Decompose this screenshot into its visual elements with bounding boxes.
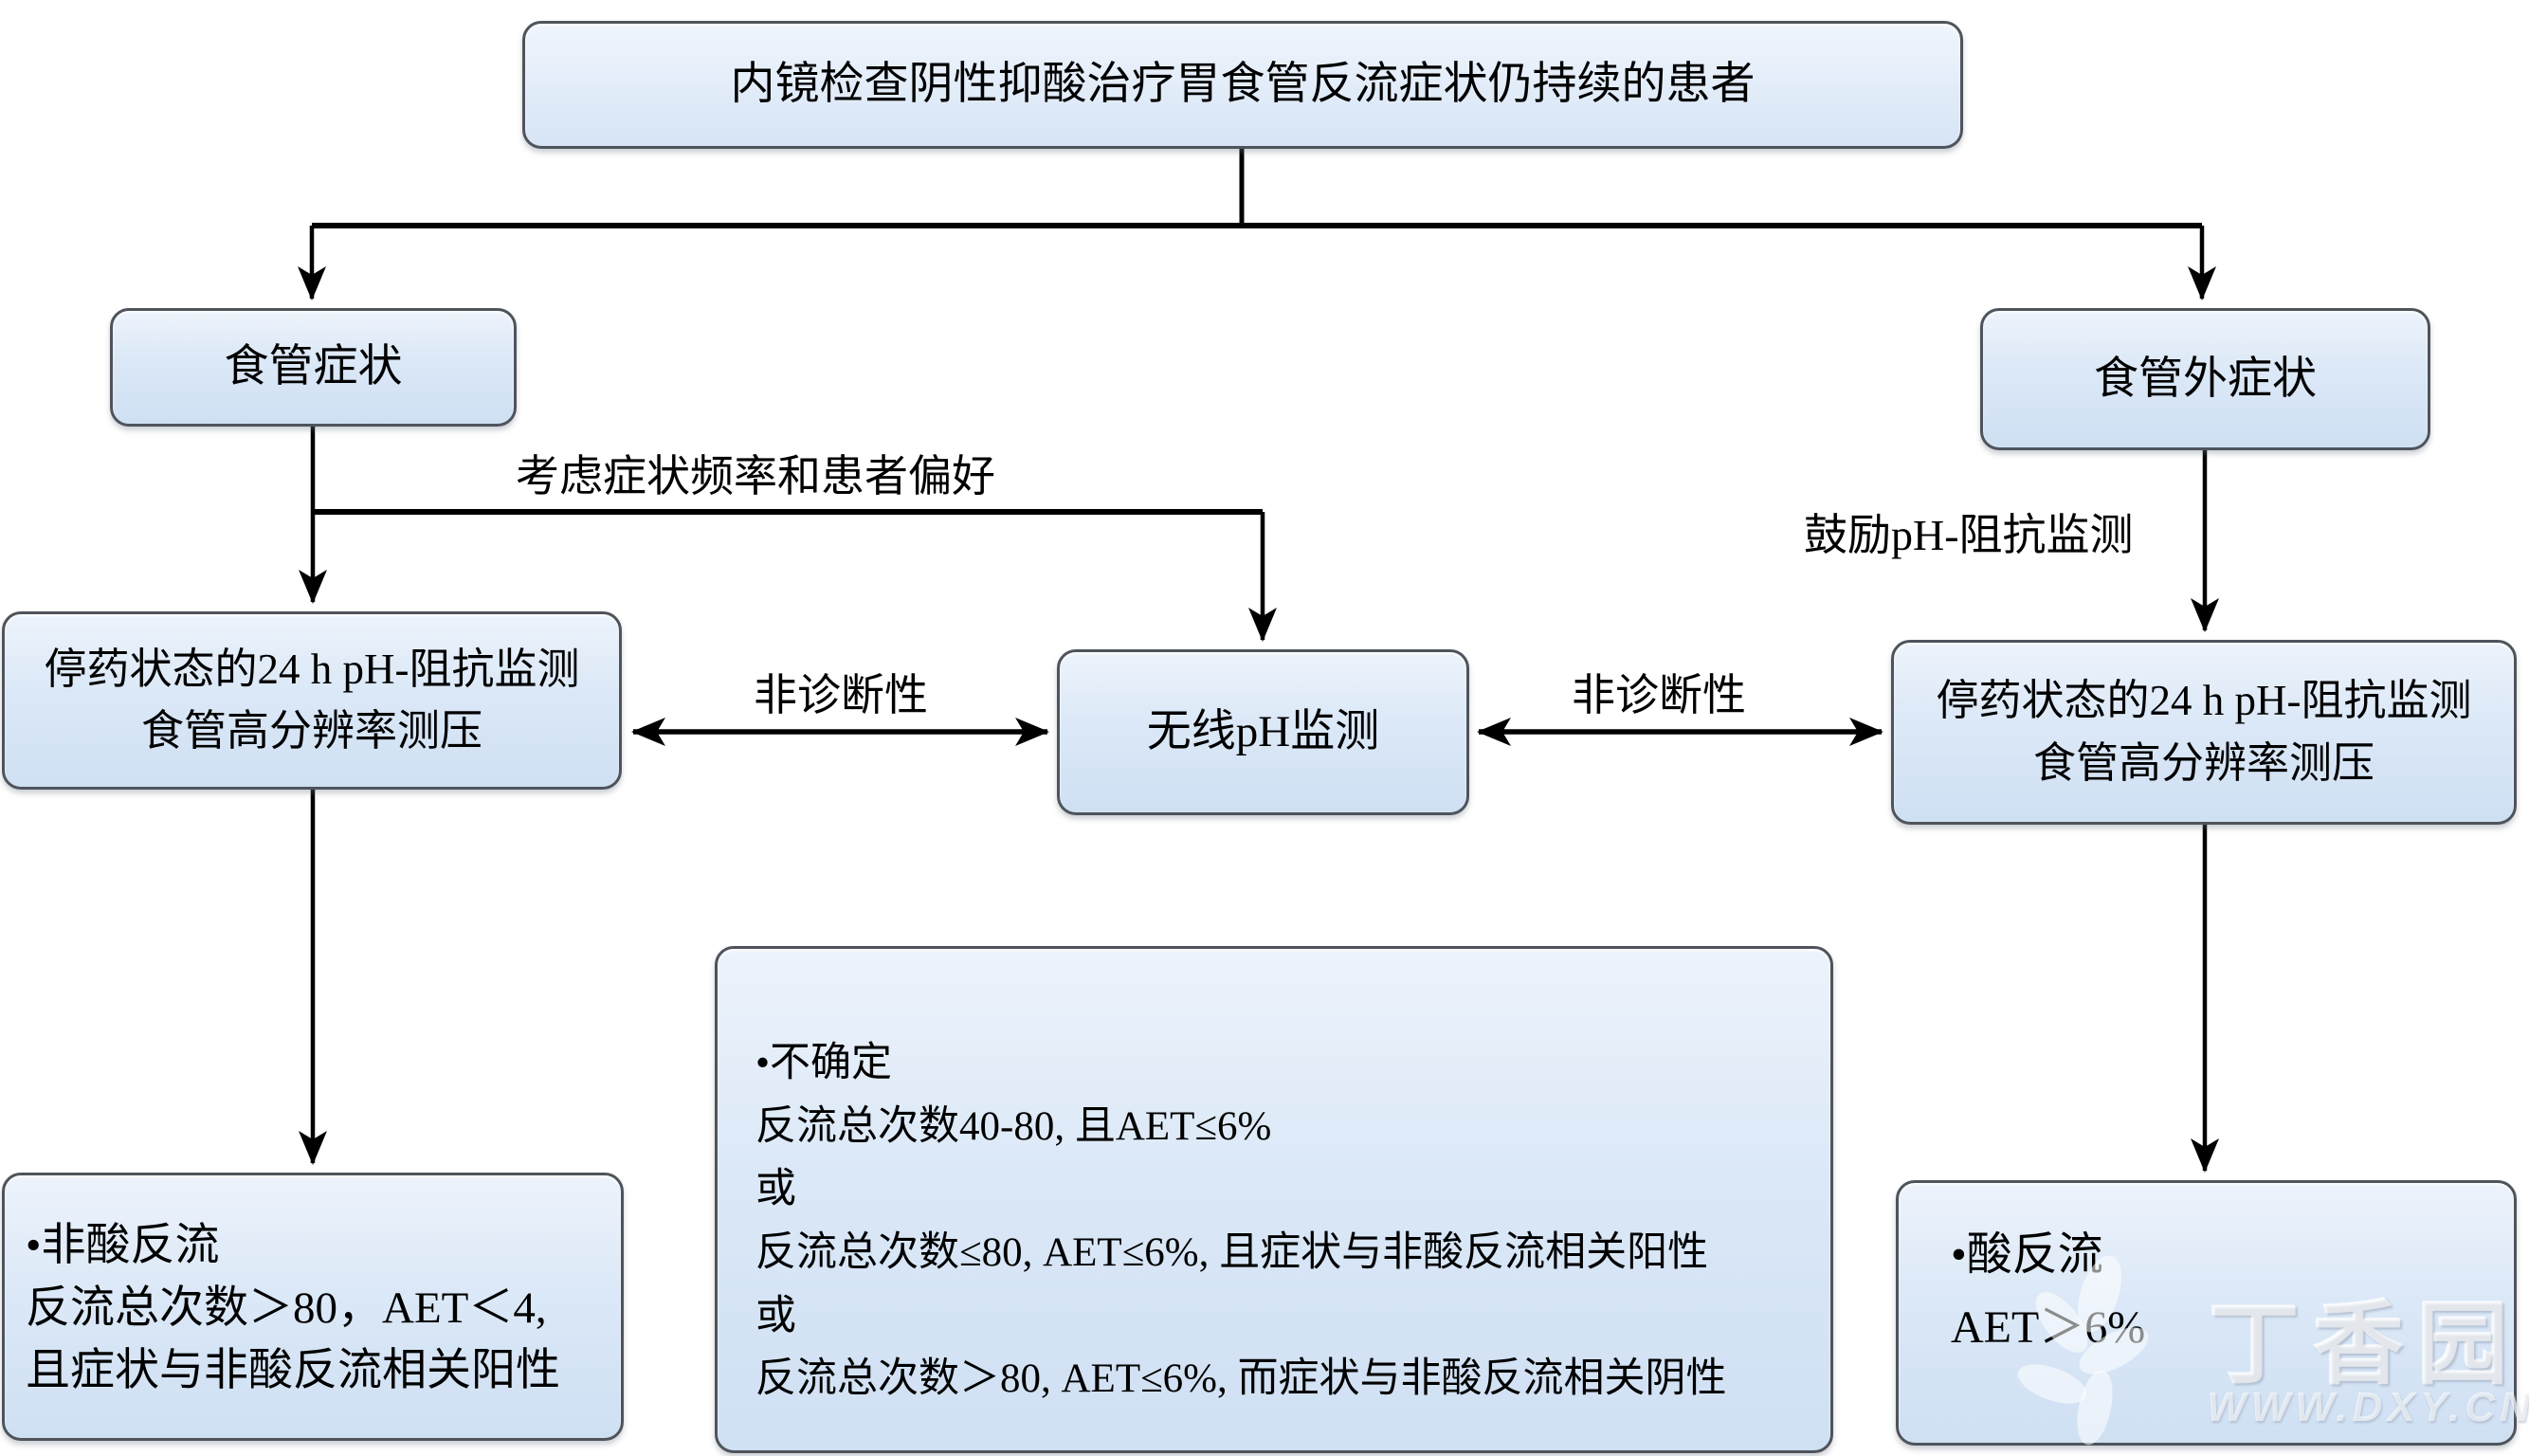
edge-label-nondiagnostic-right: 非诊断性 bbox=[1572, 671, 1746, 719]
node-nonacid-reflux-result: •非酸反流 反流总次数＞80，AET＜4, 且症状与非酸反流相关阳性 bbox=[2, 1173, 624, 1441]
node-persistent-gerd-patients: 内镜检查阴性抑酸治疗胃食管反流症状仍持续的患者 bbox=[522, 21, 1963, 149]
node-uncertain-result: •不确定 反流总次数40-80, 且AET≤6% 或 反流总次数≤80, AET… bbox=[715, 946, 1833, 1453]
edge-label-nondiagnostic-left: 非诊断性 bbox=[754, 671, 928, 719]
node-extraesophageal-symptoms: 食管外症状 bbox=[1980, 308, 2430, 450]
edge-label-encourage-monitoring: 鼓励pH-阻抗监测 bbox=[1804, 511, 2134, 559]
node-esophageal-symptoms: 食管症状 bbox=[110, 308, 517, 427]
edge-label-consider-frequency: 考虑症状频率和患者偏好 bbox=[516, 452, 995, 500]
node-left-ph-impedance-manometry: 停药状态的24 h pH-阻抗监测 食管高分辨率测压 bbox=[2, 611, 622, 790]
node-right-ph-impedance-manometry: 停药状态的24 h pH-阻抗监测 食管高分辨率测压 bbox=[1891, 640, 2517, 825]
node-wireless-ph-monitoring: 无线pH监测 bbox=[1057, 649, 1469, 815]
node-acid-reflux-result: •酸反流 AET＞6% bbox=[1896, 1180, 2517, 1446]
